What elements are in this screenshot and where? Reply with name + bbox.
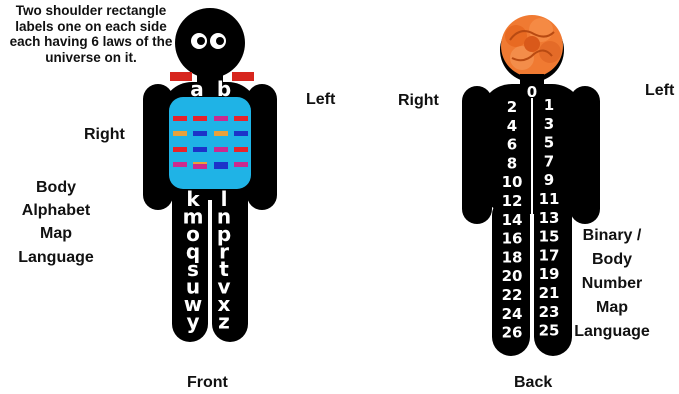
number-5: 5 [544,134,554,152]
law-bar [214,131,228,136]
law-bar [173,131,187,136]
law-bar [234,131,248,136]
number-21: 21 [539,284,560,302]
letter-z: z [218,310,230,334]
number-12: 12 [502,192,523,210]
law-bar [214,147,228,152]
law-bar [173,116,187,121]
letter-b: b [217,77,231,101]
chest-panel [169,97,251,189]
law-bar [214,164,228,169]
number-16: 16 [502,230,523,248]
law-bar [173,147,187,152]
letter-a: a [190,77,204,101]
law-bar [173,162,187,167]
law-bar [234,116,248,121]
number-25: 25 [539,322,560,340]
law-bar [234,162,248,167]
number-24: 24 [502,305,523,323]
shoulder-rectangle-right [170,72,192,81]
number-14: 14 [502,211,523,229]
hair-icon [501,15,563,77]
number-20: 20 [502,267,523,285]
number-8: 8 [507,154,517,172]
number-18: 18 [502,248,523,266]
number-19: 19 [539,265,560,283]
number-3: 3 [544,115,554,133]
number-0: 0 [527,83,537,101]
law-bar [193,116,207,121]
law-bar [193,164,207,169]
law-bar [234,147,248,152]
number-10: 10 [502,173,523,191]
number-4: 4 [507,117,517,135]
number-23: 23 [539,303,560,321]
number-26: 26 [502,324,523,342]
number-17: 17 [539,246,560,264]
number-11: 11 [539,190,560,208]
number-2: 2 [507,98,517,116]
number-22: 22 [502,286,523,304]
front-head [175,8,245,78]
law-bar [214,116,228,121]
number-7: 7 [544,152,554,170]
number-13: 13 [539,209,560,227]
letter-y: y [186,310,199,334]
number-9: 9 [544,171,554,189]
shoulder-rectangle-left [232,72,254,81]
law-bar [193,147,207,152]
number-15: 15 [539,228,560,246]
law-bar [193,131,207,136]
number-6: 6 [507,136,517,154]
number-1: 1 [544,96,554,114]
